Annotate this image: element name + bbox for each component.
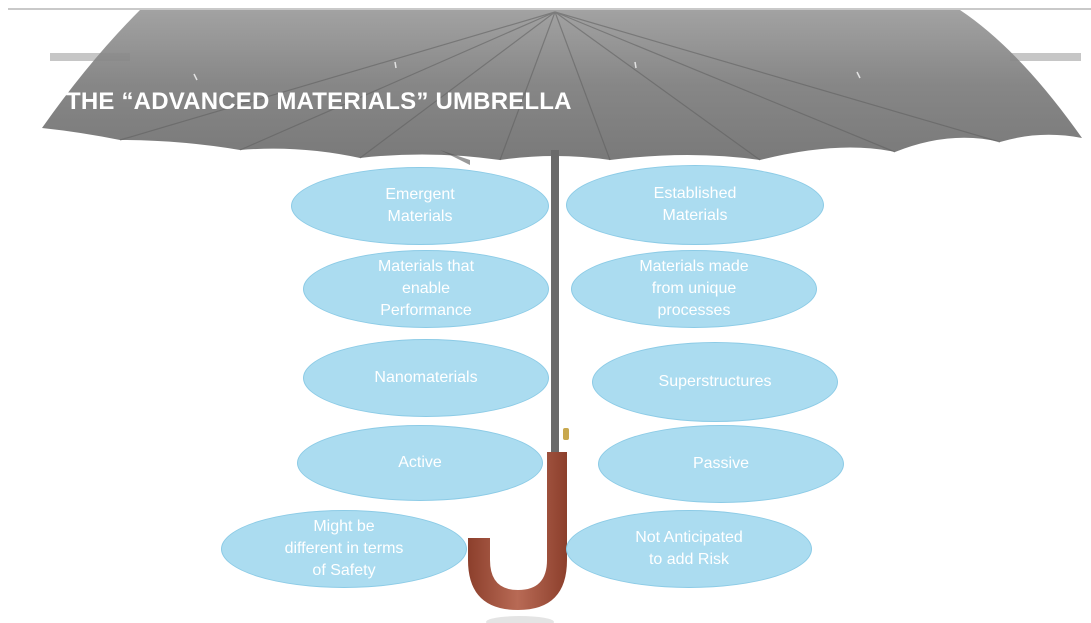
bubble-emergent-materials: Emergent Materials (291, 167, 549, 245)
bubble-label: Might be different in terms of Safety (284, 518, 404, 579)
bubble-established-materials: Established Materials (566, 165, 824, 245)
bubble-label: Materials that enable Performance (377, 258, 475, 319)
bubble-not-anticipated-risk: Not Anticipated to add Risk (566, 510, 812, 588)
umbrella-handle (468, 452, 567, 610)
accent-bar-right (1010, 53, 1081, 61)
bubble-label: Active (398, 454, 442, 471)
bubble-superstructures: Superstructures (592, 342, 838, 422)
umbrella-shaft (551, 150, 559, 455)
bubble-label: Superstructures (658, 373, 772, 390)
bubble-nanomaterials: Nanomaterials (303, 339, 549, 417)
bubble-passive: Passive (598, 425, 844, 503)
slide-title: THE “ADVANCED MATERIALS” UMBRELLA (66, 88, 572, 115)
bubble-label: Materials made from unique processes (639, 258, 749, 319)
bubble-label: Not Anticipated to add Risk (635, 529, 743, 568)
bubble-different-safety: Might be different in terms of Safety (221, 510, 467, 588)
bubble-label: Nanomaterials (374, 369, 478, 386)
accent-bar-left (50, 53, 130, 61)
bubble-unique-processes: Materials made from unique processes (571, 250, 817, 328)
bubble-label: Passive (692, 455, 750, 472)
bubble-label: Emergent Materials (385, 186, 455, 225)
top-rule (8, 8, 1091, 10)
bubble-materials-enable-performance: Materials that enable Performance (303, 250, 549, 328)
bubble-active: Active (297, 425, 543, 501)
bubble-label: Established Materials (653, 185, 737, 224)
